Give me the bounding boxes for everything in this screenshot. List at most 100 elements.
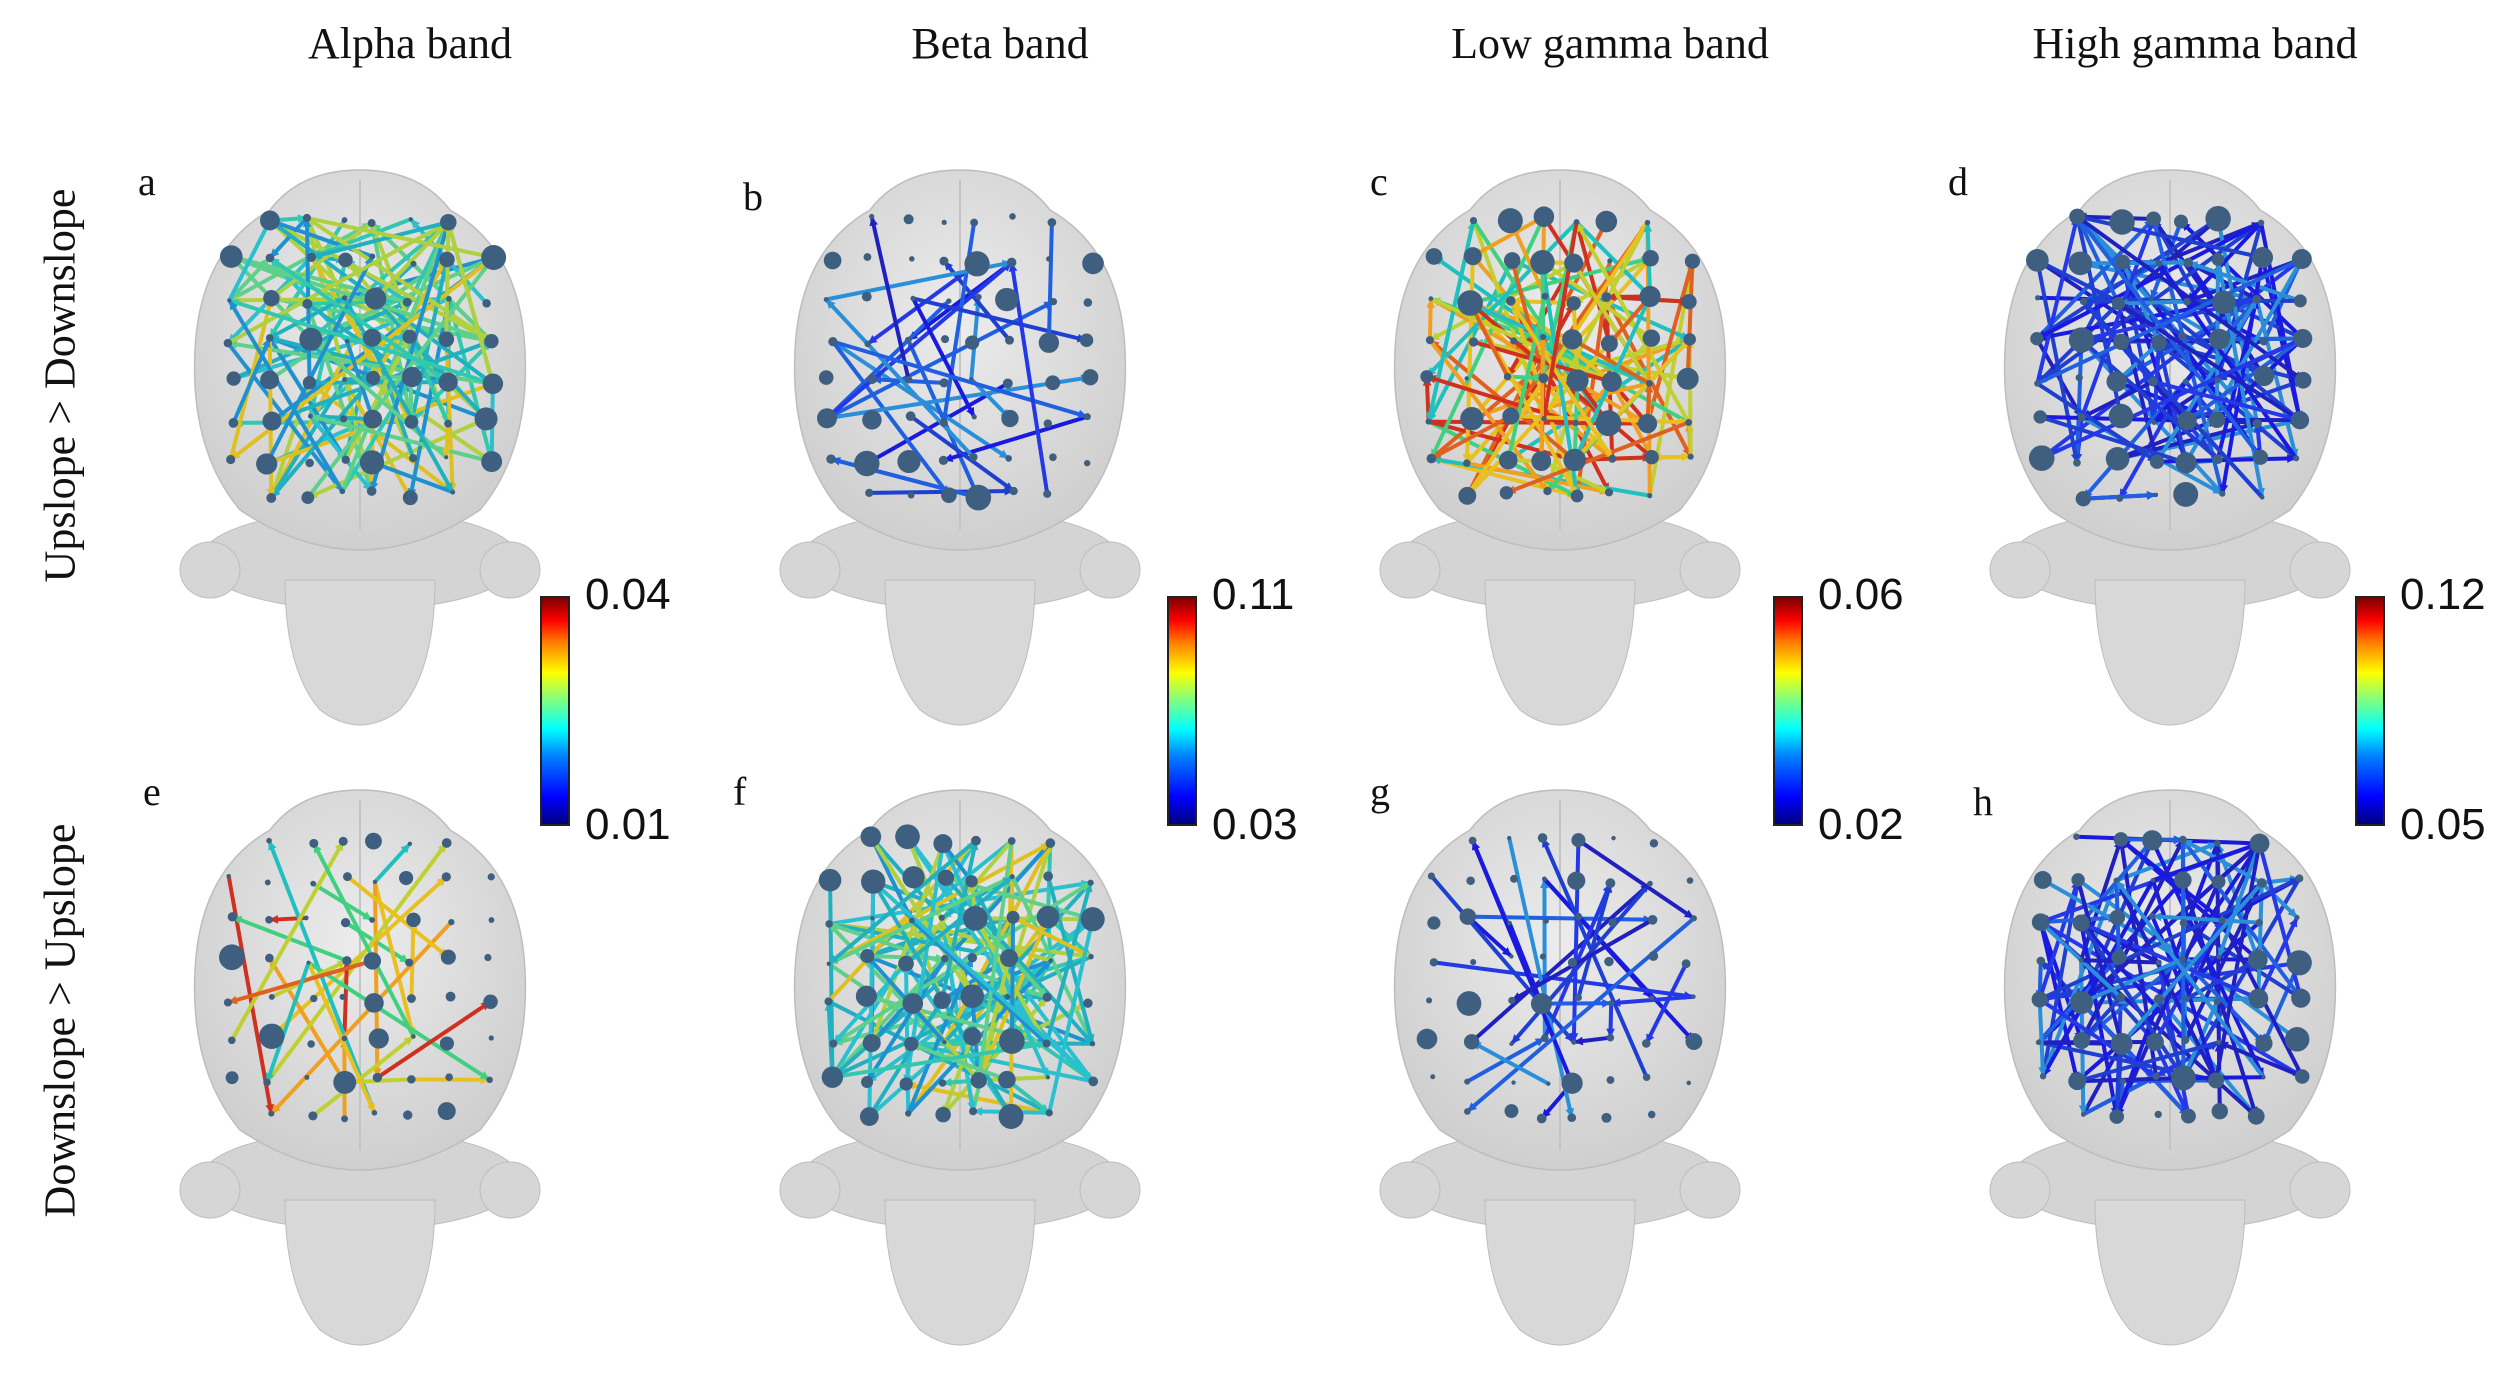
network-node xyxy=(1596,211,1618,233)
network-node xyxy=(898,956,914,972)
network-node xyxy=(1045,838,1055,848)
network-node xyxy=(1543,487,1551,495)
network-node xyxy=(1511,1080,1515,1084)
network-node xyxy=(2212,253,2225,266)
network-node xyxy=(2040,1073,2046,1079)
network-node xyxy=(862,410,881,429)
network-node xyxy=(1049,959,1053,963)
network-node xyxy=(1084,413,1091,420)
colorbar-beta-min: 0.03 xyxy=(1212,800,1298,850)
network-node xyxy=(2291,989,2310,1008)
network-node xyxy=(1460,407,1483,430)
network-node xyxy=(309,839,318,848)
network-node xyxy=(1546,1082,1550,1086)
network-node xyxy=(2183,298,2191,306)
network-node xyxy=(442,872,451,881)
brainstem-shape xyxy=(285,1200,435,1345)
connection-arrow xyxy=(2118,302,2186,304)
network-node xyxy=(1645,220,1651,226)
brain-network-h xyxy=(1930,770,2410,1380)
network-node xyxy=(2068,251,2092,275)
network-node xyxy=(308,1111,317,1120)
network-node xyxy=(1507,921,1512,926)
network-node xyxy=(1009,213,1016,220)
cerebellum-lobe-right xyxy=(2290,1162,2350,1218)
network-node xyxy=(2070,991,2093,1014)
network-node xyxy=(2073,833,2079,839)
network-node xyxy=(1541,416,1546,421)
network-node xyxy=(1000,949,1018,967)
network-node xyxy=(1007,258,1017,268)
network-node xyxy=(403,1110,412,1119)
network-node xyxy=(2254,366,2274,386)
network-node xyxy=(411,1034,416,1039)
network-node xyxy=(308,414,313,419)
network-node xyxy=(1428,872,1435,879)
network-node xyxy=(2156,959,2162,965)
network-node xyxy=(963,906,988,931)
network-node xyxy=(1088,954,1093,959)
network-node xyxy=(1539,373,1549,383)
network-node xyxy=(1642,250,1659,267)
network-node xyxy=(1043,871,1053,881)
network-node xyxy=(488,873,495,880)
network-node xyxy=(339,837,348,846)
network-node xyxy=(1605,878,1615,888)
network-node xyxy=(968,953,977,962)
network-node xyxy=(1596,410,1622,436)
network-node xyxy=(2076,374,2083,381)
network-node xyxy=(444,420,452,428)
network-node xyxy=(2032,991,2048,1007)
panel-letter-b: b xyxy=(743,173,763,220)
network-node xyxy=(939,1079,947,1087)
network-node xyxy=(1037,906,1059,928)
colorbar-beta-max: 0.11 xyxy=(1212,570,1294,620)
network-node xyxy=(2256,919,2263,926)
network-node xyxy=(403,330,417,344)
network-node xyxy=(1683,333,1696,346)
brain-network-c xyxy=(1320,150,1800,760)
network-node xyxy=(1469,837,1477,845)
network-node xyxy=(1564,254,1583,273)
network-node xyxy=(2215,377,2221,383)
network-node xyxy=(1607,1034,1615,1042)
network-node xyxy=(1567,872,1585,890)
network-node xyxy=(1502,408,1519,425)
network-node xyxy=(938,870,954,886)
network-node xyxy=(1642,1039,1651,1048)
brainstem-shape xyxy=(285,580,435,725)
network-node xyxy=(364,993,384,1013)
network-node xyxy=(829,1040,837,1048)
network-node xyxy=(1499,451,1518,470)
network-node xyxy=(2146,212,2161,227)
network-node xyxy=(1507,836,1511,840)
network-node xyxy=(1571,833,1585,847)
network-node xyxy=(1417,1029,1438,1050)
network-node xyxy=(369,1028,389,1048)
network-node xyxy=(867,374,877,384)
network-node xyxy=(904,214,914,224)
network-node xyxy=(1470,217,1477,224)
network-node xyxy=(2291,411,2309,429)
brain-network-d xyxy=(1930,150,2410,760)
network-node xyxy=(819,869,842,892)
network-node xyxy=(2253,419,2262,428)
network-node xyxy=(2106,371,2126,391)
network-node xyxy=(364,288,386,310)
cerebellum-lobe-right xyxy=(1080,542,1140,598)
network-node xyxy=(2295,874,2303,882)
network-node xyxy=(1087,880,1093,886)
network-node xyxy=(1648,915,1658,925)
network-node xyxy=(1575,994,1582,1001)
network-node xyxy=(2252,247,2273,268)
network-node xyxy=(340,488,346,494)
network-node xyxy=(1084,298,1093,307)
network-node xyxy=(1542,293,1549,300)
network-node xyxy=(370,254,376,260)
network-node xyxy=(1469,337,1478,346)
panel-g xyxy=(1320,770,1800,1380)
cerebellum-lobe-left xyxy=(1990,1162,2050,1218)
connection-arrow xyxy=(411,920,413,999)
network-node xyxy=(902,993,923,1014)
network-node xyxy=(340,994,346,1000)
